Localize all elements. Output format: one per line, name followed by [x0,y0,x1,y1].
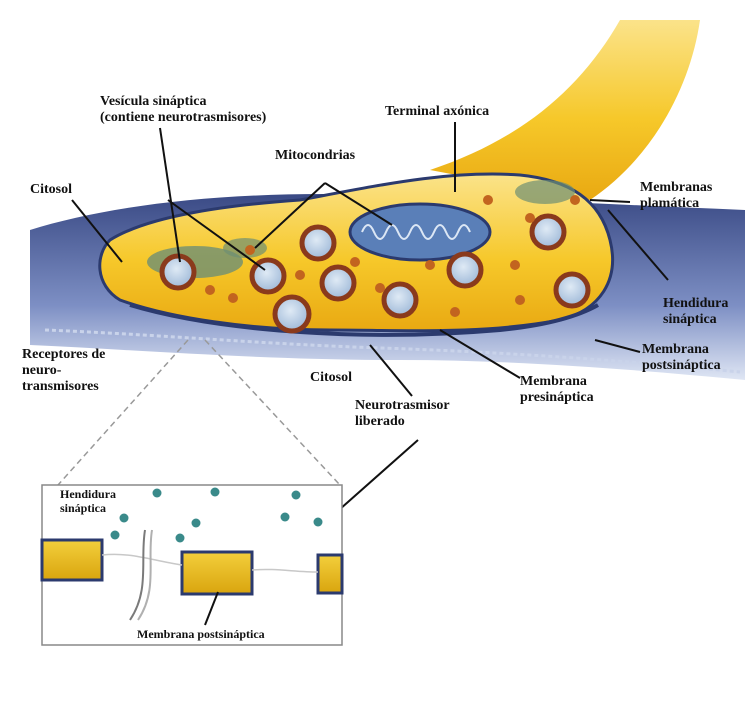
vesicle [302,227,334,259]
label-citosol-bottom: Citosol [310,370,352,386]
dense-granule [425,260,435,270]
dense-granule [525,213,535,223]
label-hendidura-sinaptica: Hendidura sináptica [663,296,728,328]
dense-granule [450,307,460,317]
label-membrana-presinaptica: Membrana presináptica [520,374,594,406]
dense-granule [510,260,520,270]
vesicle [449,254,481,286]
label-neurotrasmisor-liberado: Neurotrasmisor liberado [355,398,450,430]
neurotransmitter-dot [281,513,290,522]
neurotransmitter-dot [192,519,201,528]
neurotransmitter-dot [314,518,323,527]
dense-granule [205,285,215,295]
dense-granule [515,295,525,305]
dense-granule [375,283,385,293]
dense-granule [350,257,360,267]
label-membrana-postsinaptica: Membrana postsináptica [642,342,721,374]
vesicle [532,216,564,248]
neurotransmitter-dot [211,488,220,497]
dense-granule [483,195,493,205]
label-receptores: Receptores de neuro- transmisores [22,347,105,395]
label-vesicula-sinaptica: Vesícula sináptica (contiene neurotrasmi… [100,94,266,126]
dense-granule [245,245,255,255]
neurotransmitter-dot [120,514,129,523]
vesicle [384,284,416,316]
label-citosol-top: Citosol [30,182,72,198]
vesicle [322,267,354,299]
label-membranas-plamatica: Membranas plamática [640,180,712,212]
label-terminal-axonica: Terminal axónica [385,104,489,120]
dense-granule [228,293,238,303]
vesicle [275,297,309,331]
label-inset-membrana-postsinaptica: Membrana postsináptica [137,627,265,641]
neurotransmitter-dot [176,534,185,543]
vesicle [556,274,588,306]
neurotransmitter-dot [292,491,301,500]
label-inset-hendidura: Hendidura sináptica [60,487,116,515]
dense-granule [295,270,305,280]
dense-granule [570,195,580,205]
label-mitocondrias: Mitocondrias [275,148,355,164]
neurotransmitter-dot [153,489,162,498]
vesicle [162,256,194,288]
neurotransmitter-dot [111,531,120,540]
